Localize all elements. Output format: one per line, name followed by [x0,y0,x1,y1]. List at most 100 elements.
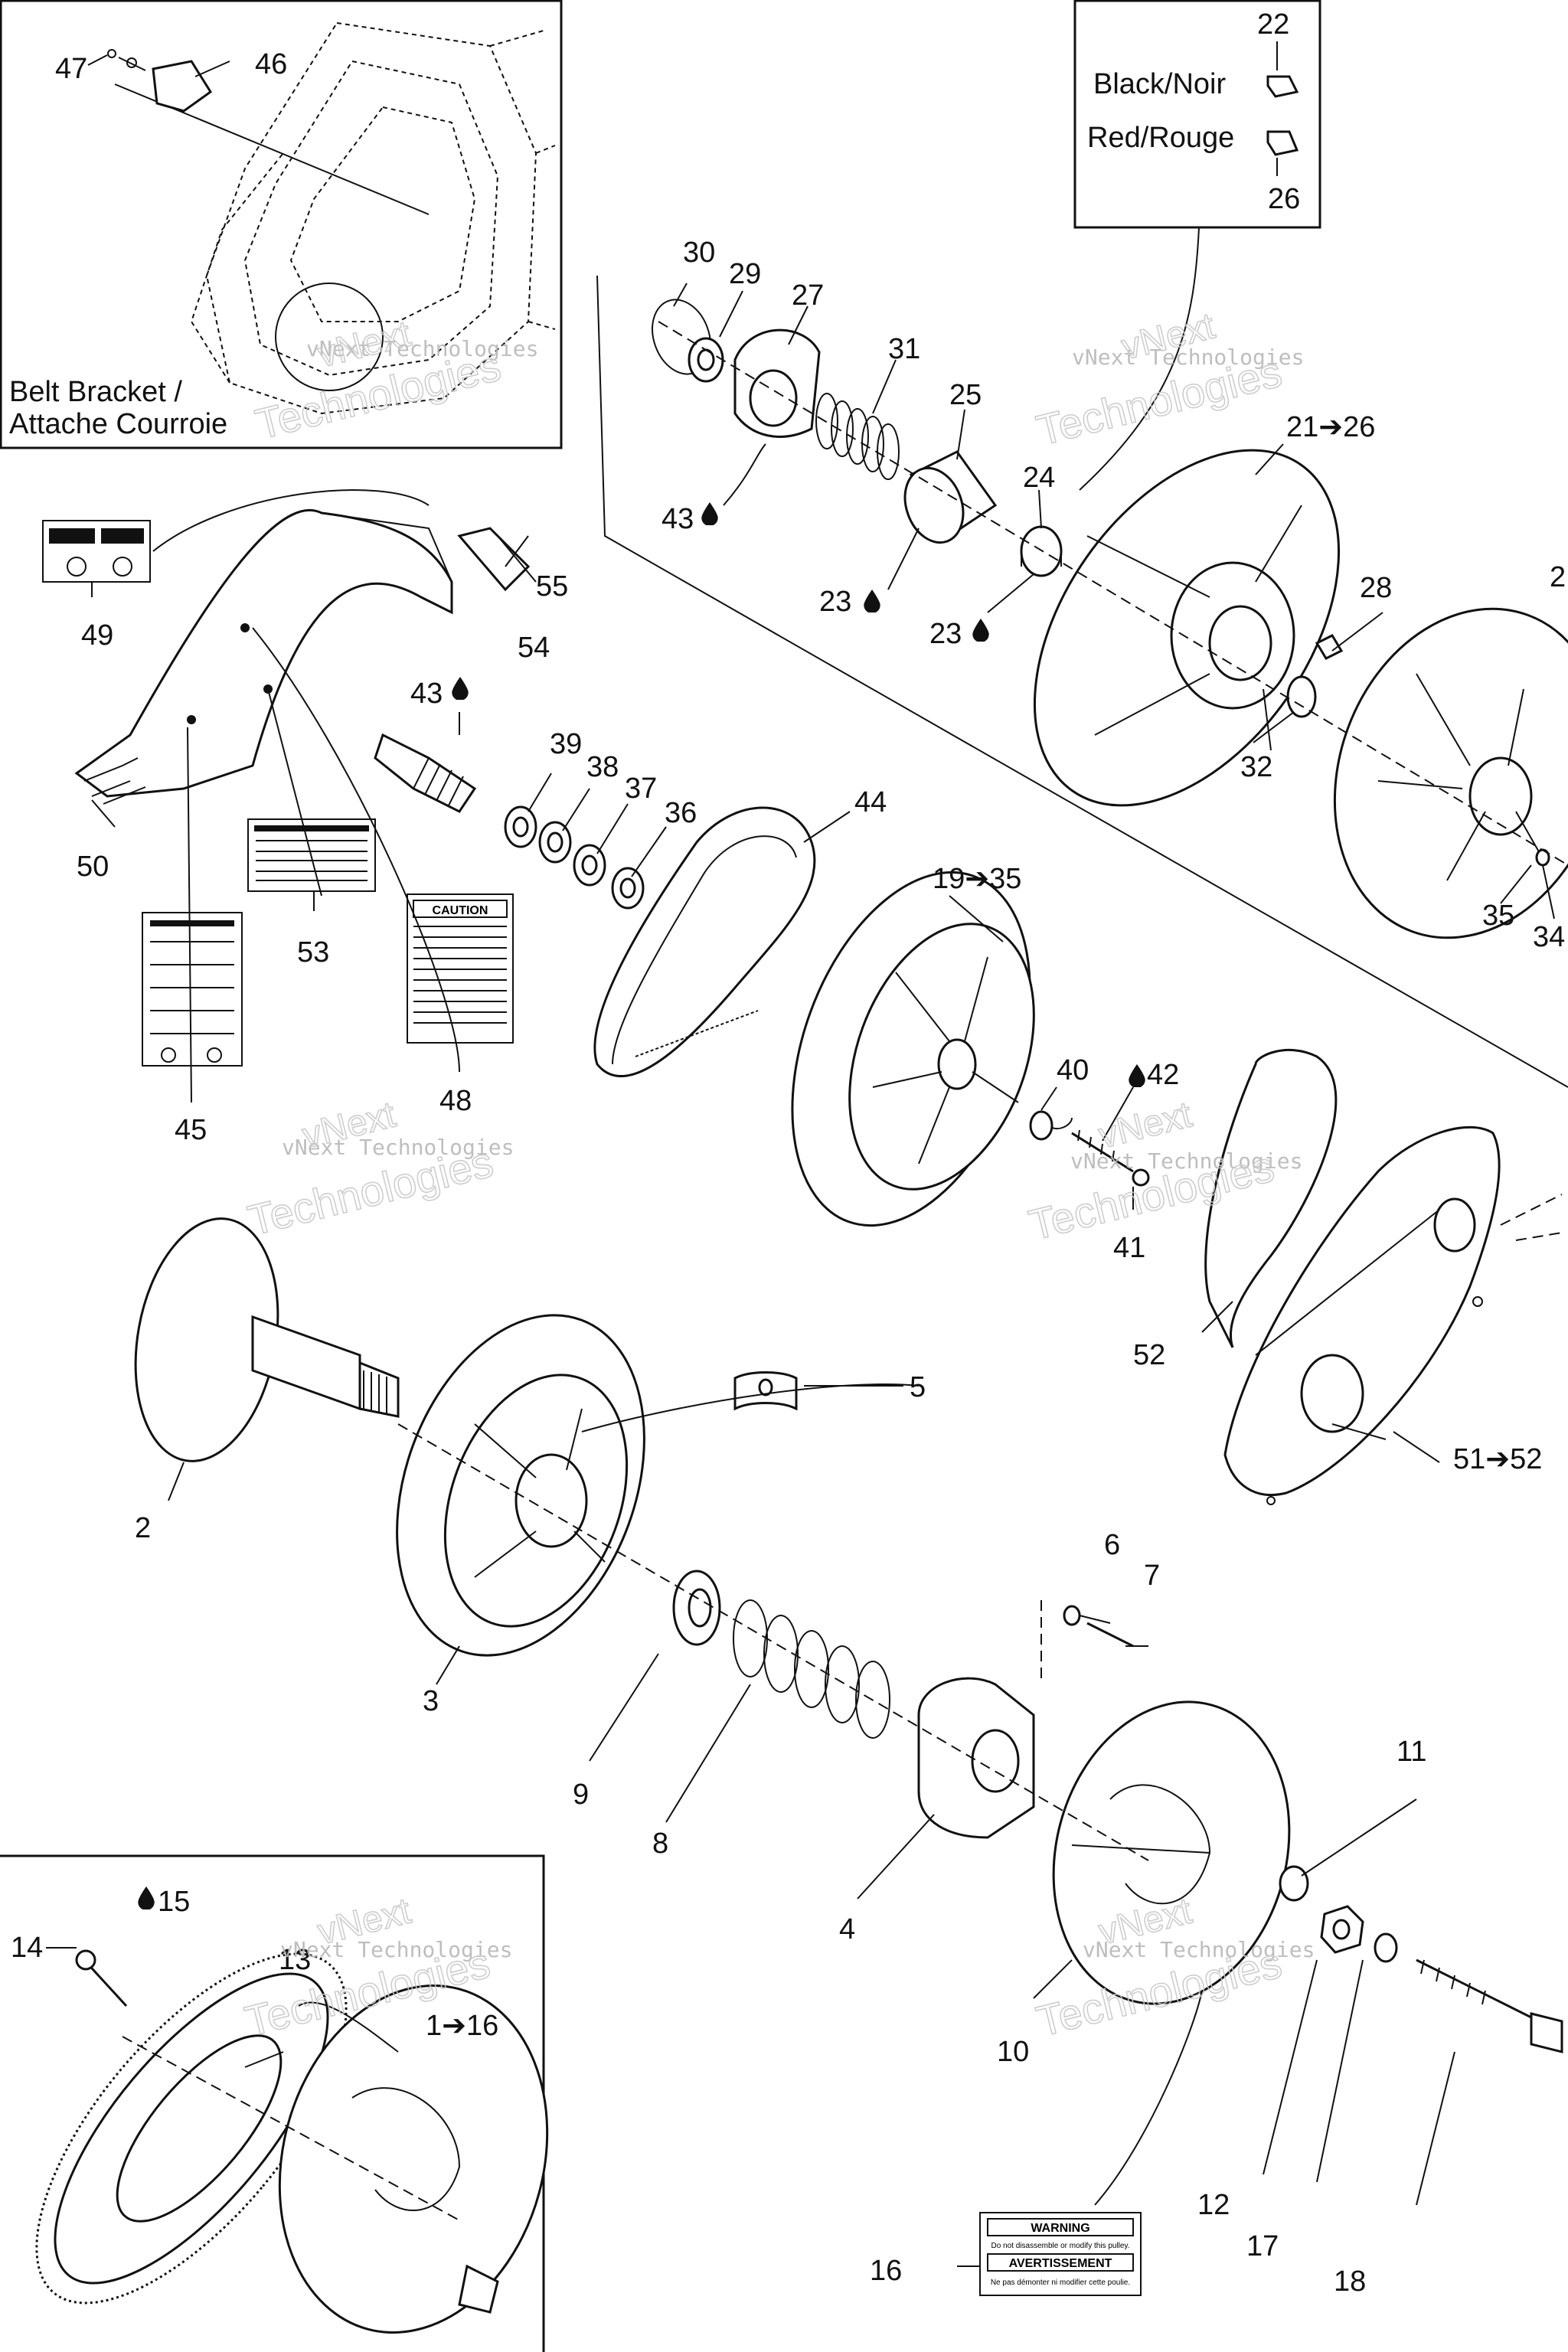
callout-25: 25 [949,379,982,411]
callout-1-16: 1➔16 [426,2010,498,2042]
screw-41 [1071,1129,1150,1187]
callout-37: 37 [625,773,657,805]
drop-icon [452,677,469,700]
group-frame-line [596,275,1568,1088]
callout-55: 55 [536,570,568,603]
callout-15: 15 [158,1886,190,1918]
callout-28: 28 [1360,572,1392,604]
callout-24: 24 [1023,462,1055,494]
callout-39: 39 [550,728,582,760]
decal-53 [247,818,376,892]
callout-14: 14 [11,1932,43,1964]
callout-21-26: 21➔26 [1286,411,1375,443]
callout-11: 11 [1396,1736,1426,1768]
drop-icon [1129,1064,1145,1087]
callout-19-35: 19➔35 [933,863,1021,895]
callout-54: 54 [518,632,550,664]
callout-9: 9 [573,1779,589,1811]
callout-23-left: 23 [819,586,851,618]
inset-ring-gear [0,1854,545,2352]
red-connector-icon [1266,130,1299,156]
decal-49 [42,520,151,583]
callout-45: 45 [175,1114,207,1146]
watermark-line2: vNext Technologies [282,1135,514,1160]
callout-5: 5 [910,1371,926,1403]
callout-13: 13 [279,1944,311,1976]
black-connector-icon [1266,75,1299,98]
callout-8: 8 [652,1828,668,1860]
callout-12: 12 [1197,2189,1230,2221]
washers-36-39 [504,805,645,910]
callout-2: 2 [135,1512,151,1544]
watermark-line2: vNext Technologies [1070,1148,1302,1174]
decal-avertissement-title: AVERTISSEMENT [1009,2257,1112,2270]
callout-23-right: 23 [929,618,962,650]
leader-lines [46,283,1555,2267]
callout-50: 50 [77,851,109,883]
callout-31: 31 [888,333,920,365]
callout-42: 42 [1147,1059,1179,1091]
drop-icon [864,590,880,612]
drop-icon [701,502,718,525]
callout-51-52: 51➔52 [1453,1443,1542,1475]
callout-52: 52 [1133,1339,1165,1371]
watermark-line2: vNext Technologies [1072,345,1304,370]
decal-avertissement-text: Ne pas démonter ni modifier cette poulie… [991,2278,1130,2287]
callout-41: 41 [1113,1232,1145,1264]
callout-48: 48 [439,1085,472,1117]
watermark-mid-left: vNext Technologies Technologies vNext [243,1094,514,1246]
decal-45 [142,912,243,1067]
drive-pulley-assembly [134,1217,1563,2053]
inset-title-line2: Attache Courroie [9,408,227,440]
watermark-top: vNext Technologies Technologies vNext [250,313,539,449]
watermark-line2: vNext Technologies [280,1937,512,1962]
callout-43-top: 43 [662,503,694,535]
inset-connectors: 22 Black/Noir Red/Rouge 26 [1073,0,1321,491]
decal-48: CAUTION [407,893,514,1044]
callout-36: 36 [665,797,697,829]
driven-pulley-components [652,299,1568,939]
callout-17: 17 [1246,2230,1279,2262]
callout-10: 10 [997,2036,1029,2068]
connector-red-label: Red/Rouge [1087,122,1234,154]
callout-34: 34 [1533,921,1565,953]
callout-7: 7 [1144,1560,1160,1592]
drop-icon [972,619,989,642]
watermark-line1: vNext [1095,1095,1196,1157]
ring-gear-assembly [35,1949,549,2334]
inset-title-line1: Belt Bracket / [9,376,182,408]
callout-2-right: 2 [1550,561,1566,593]
callout-32: 32 [1240,751,1272,783]
callout-22: 22 [1257,8,1289,41]
belt-guard [74,508,531,805]
callout-26: 26 [1268,183,1300,215]
callout-6: 6 [1104,1529,1120,1561]
driven-pulley-19 [791,871,1073,1227]
watermark-right-top: vNext Technologies Technologies vNext [1031,305,1305,456]
callout-3: 3 [423,1685,439,1717]
callout-43-mid: 43 [410,678,443,710]
callout-30: 30 [683,237,715,269]
callout-27: 27 [792,279,824,312]
drop-icon [138,1886,155,1909]
callout-44: 44 [854,786,887,818]
callout-16: 16 [870,2255,902,2287]
callout-40: 40 [1057,1054,1089,1086]
decal-warning-text: Do not disassemble or modify this pulley… [991,2242,1129,2250]
callout-labels: 30 29 27 31 25 24 21➔26 2 28 32 43 23 23… [11,237,1566,2298]
watermark-line2: vNext Technologies [1083,1937,1315,1962]
callout-38: 38 [586,751,619,783]
drive-belt-44 [593,806,816,1078]
bolt-43 [374,733,477,813]
callout-18: 18 [1334,2265,1366,2298]
callout-35: 35 [1482,900,1514,932]
callout-29: 29 [729,258,761,290]
decal-caution-text: CAUTION [433,904,488,917]
callout-49: 49 [81,619,113,652]
inset-belt-bracket: 47 46 Belt Bracket / Attache Courroie [0,0,563,449]
callout-53: 53 [297,936,329,969]
decal-warning-title: WARNING [1031,2222,1089,2235]
connector-black-label: Black/Noir [1093,68,1226,100]
callout-47: 47 [55,53,87,85]
